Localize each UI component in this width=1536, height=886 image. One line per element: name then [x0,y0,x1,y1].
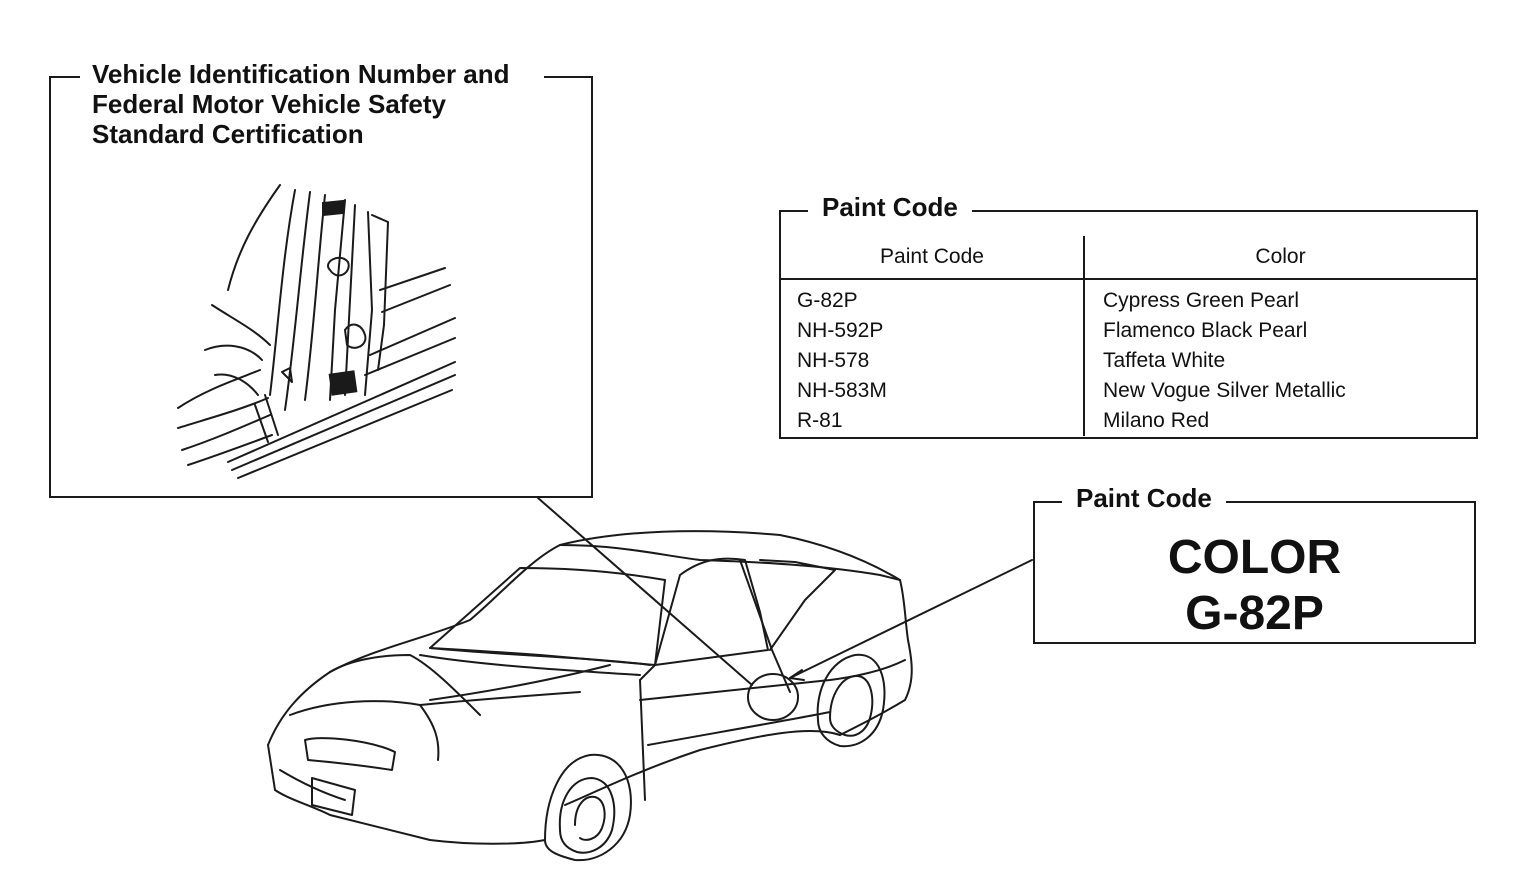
paint-code-cell: NH-583M [781,376,1085,406]
vin-panel-title: Vehicle Identification Number and Federa… [80,59,544,150]
color-cell: Milano Red [1103,409,1210,432]
paint-label-color-text: COLOR [1167,531,1342,584]
vin-leader-line [537,497,753,686]
paint-code-cell: G-82P [781,279,1085,316]
door-jamb-detail [177,184,456,479]
color-cell: Cypress Green Pearl [1103,289,1300,312]
table-header-row: Paint Code Color [781,236,1476,279]
car-outline [267,530,913,862]
table-row: NH-578 Taffeta White [781,346,1476,376]
paint-label-code-text: G-82P [1185,587,1324,640]
paint-code-table: Paint Code Color G-82P Cypress Green Pea… [781,236,1476,436]
paint-label-title: Paint Code [1062,483,1226,514]
paint-table-frame [779,210,1478,439]
paint-code-cell: NH-578 [781,346,1085,376]
table-row: R-81 Milano Red [781,406,1476,436]
color-cell: Taffeta White [1103,349,1226,372]
column-header-color: Color [1255,245,1306,268]
column-header-paint-code: Paint Code [781,236,1085,279]
fuel-door-label-location [747,673,799,721]
table-row: G-82P Cypress Green Pearl [781,279,1476,316]
table-row: NH-583M New Vogue Silver Metallic [781,376,1476,406]
color-cell: Flamenco Black Pearl [1103,319,1308,342]
paint-label-frame [1033,501,1476,644]
color-cell: New Vogue Silver Metallic [1103,379,1346,402]
paint-code-cell: R-81 [781,406,1085,436]
paint-table-title: Paint Code [808,192,972,223]
paint-label-leader-line [789,559,1033,679]
table-row: NH-592P Flamenco Black Pearl [781,316,1476,346]
paint-code-cell: NH-592P [781,316,1085,346]
vin-label-marks [322,199,358,396]
